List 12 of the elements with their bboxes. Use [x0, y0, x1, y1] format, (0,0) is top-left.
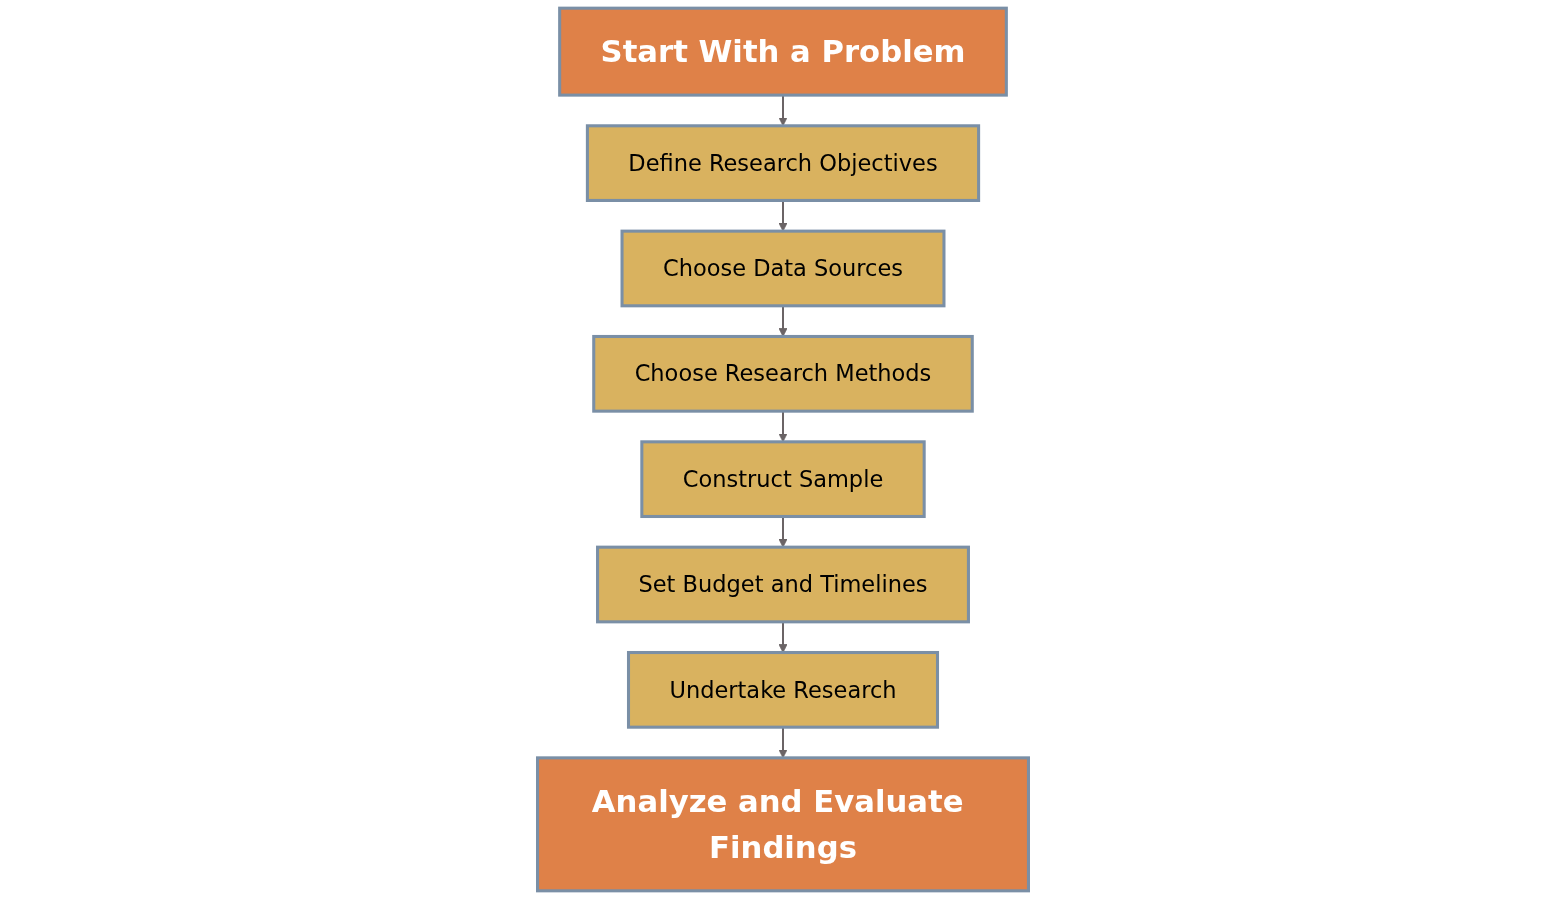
node-box: Undertake Research	[626, 651, 940, 729]
node-box: Choose Research Methods	[592, 334, 974, 413]
arrow	[778, 621, 788, 653]
node-box: Choose Data Sources	[620, 229, 946, 308]
node-box: Start With a Problem	[558, 6, 1008, 97]
arrow	[778, 516, 788, 548]
arrow	[778, 200, 788, 232]
node-box: Construct Sample	[640, 440, 926, 519]
node-box: Define Research Objectives	[585, 124, 981, 202]
node-box: Analyze and Evaluate Findings	[536, 756, 1030, 893]
node-box: Set Budget and Timelines	[596, 545, 970, 624]
arrow	[778, 305, 788, 337]
